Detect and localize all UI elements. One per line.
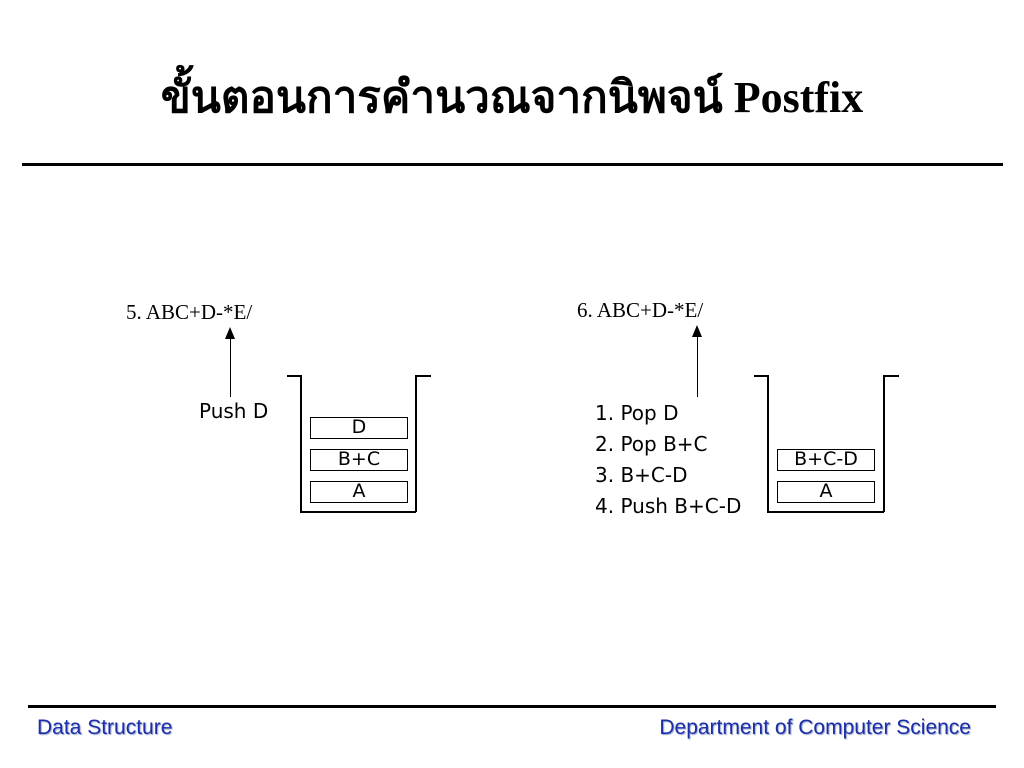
stack-left-lip (754, 375, 768, 377)
stack-cell: A (310, 481, 408, 503)
title-divider (22, 163, 1003, 166)
step-6-note: 2. Pop B+C (595, 432, 708, 456)
stack-base (300, 511, 416, 513)
step-6-note: 1. Pop D (595, 401, 679, 425)
stack-cell: A (777, 481, 875, 503)
step-6-note: 3. B+C-D (595, 463, 688, 487)
slide-title: ขั้นตอนการคำนวณจากนิพจน์ Postfix (160, 73, 864, 122)
stack-left-lip (287, 375, 301, 377)
step-6-expression: 6. ABC+D-*E/ (577, 298, 704, 322)
step-6-note: 4. Push B+C-D (595, 494, 742, 518)
step-5-expression: 5. ABC+D-*E/ (126, 300, 253, 324)
stack-right-lip (415, 375, 431, 377)
step-5-note: Push D (199, 399, 269, 423)
footer-divider (28, 705, 996, 708)
stack-cell: D (310, 417, 408, 439)
stack-base (767, 511, 884, 513)
stack-cell: B+C (310, 449, 408, 471)
step-6-arrow-head (692, 325, 702, 337)
stack-left-wall (767, 375, 769, 512)
footer-department: Department of Computer Science (659, 716, 971, 739)
step-5-arrow-head (225, 327, 235, 339)
stack-left-wall (300, 375, 302, 512)
step-6-arrow-line (696, 336, 698, 397)
step-5-arrow-line (229, 338, 231, 397)
stack-cell: B+C-D (777, 449, 875, 471)
stack-right-lip (883, 375, 899, 377)
stack-right-wall (415, 375, 417, 512)
footer-course: Data Structure (37, 716, 173, 739)
stack-right-wall (883, 375, 885, 512)
